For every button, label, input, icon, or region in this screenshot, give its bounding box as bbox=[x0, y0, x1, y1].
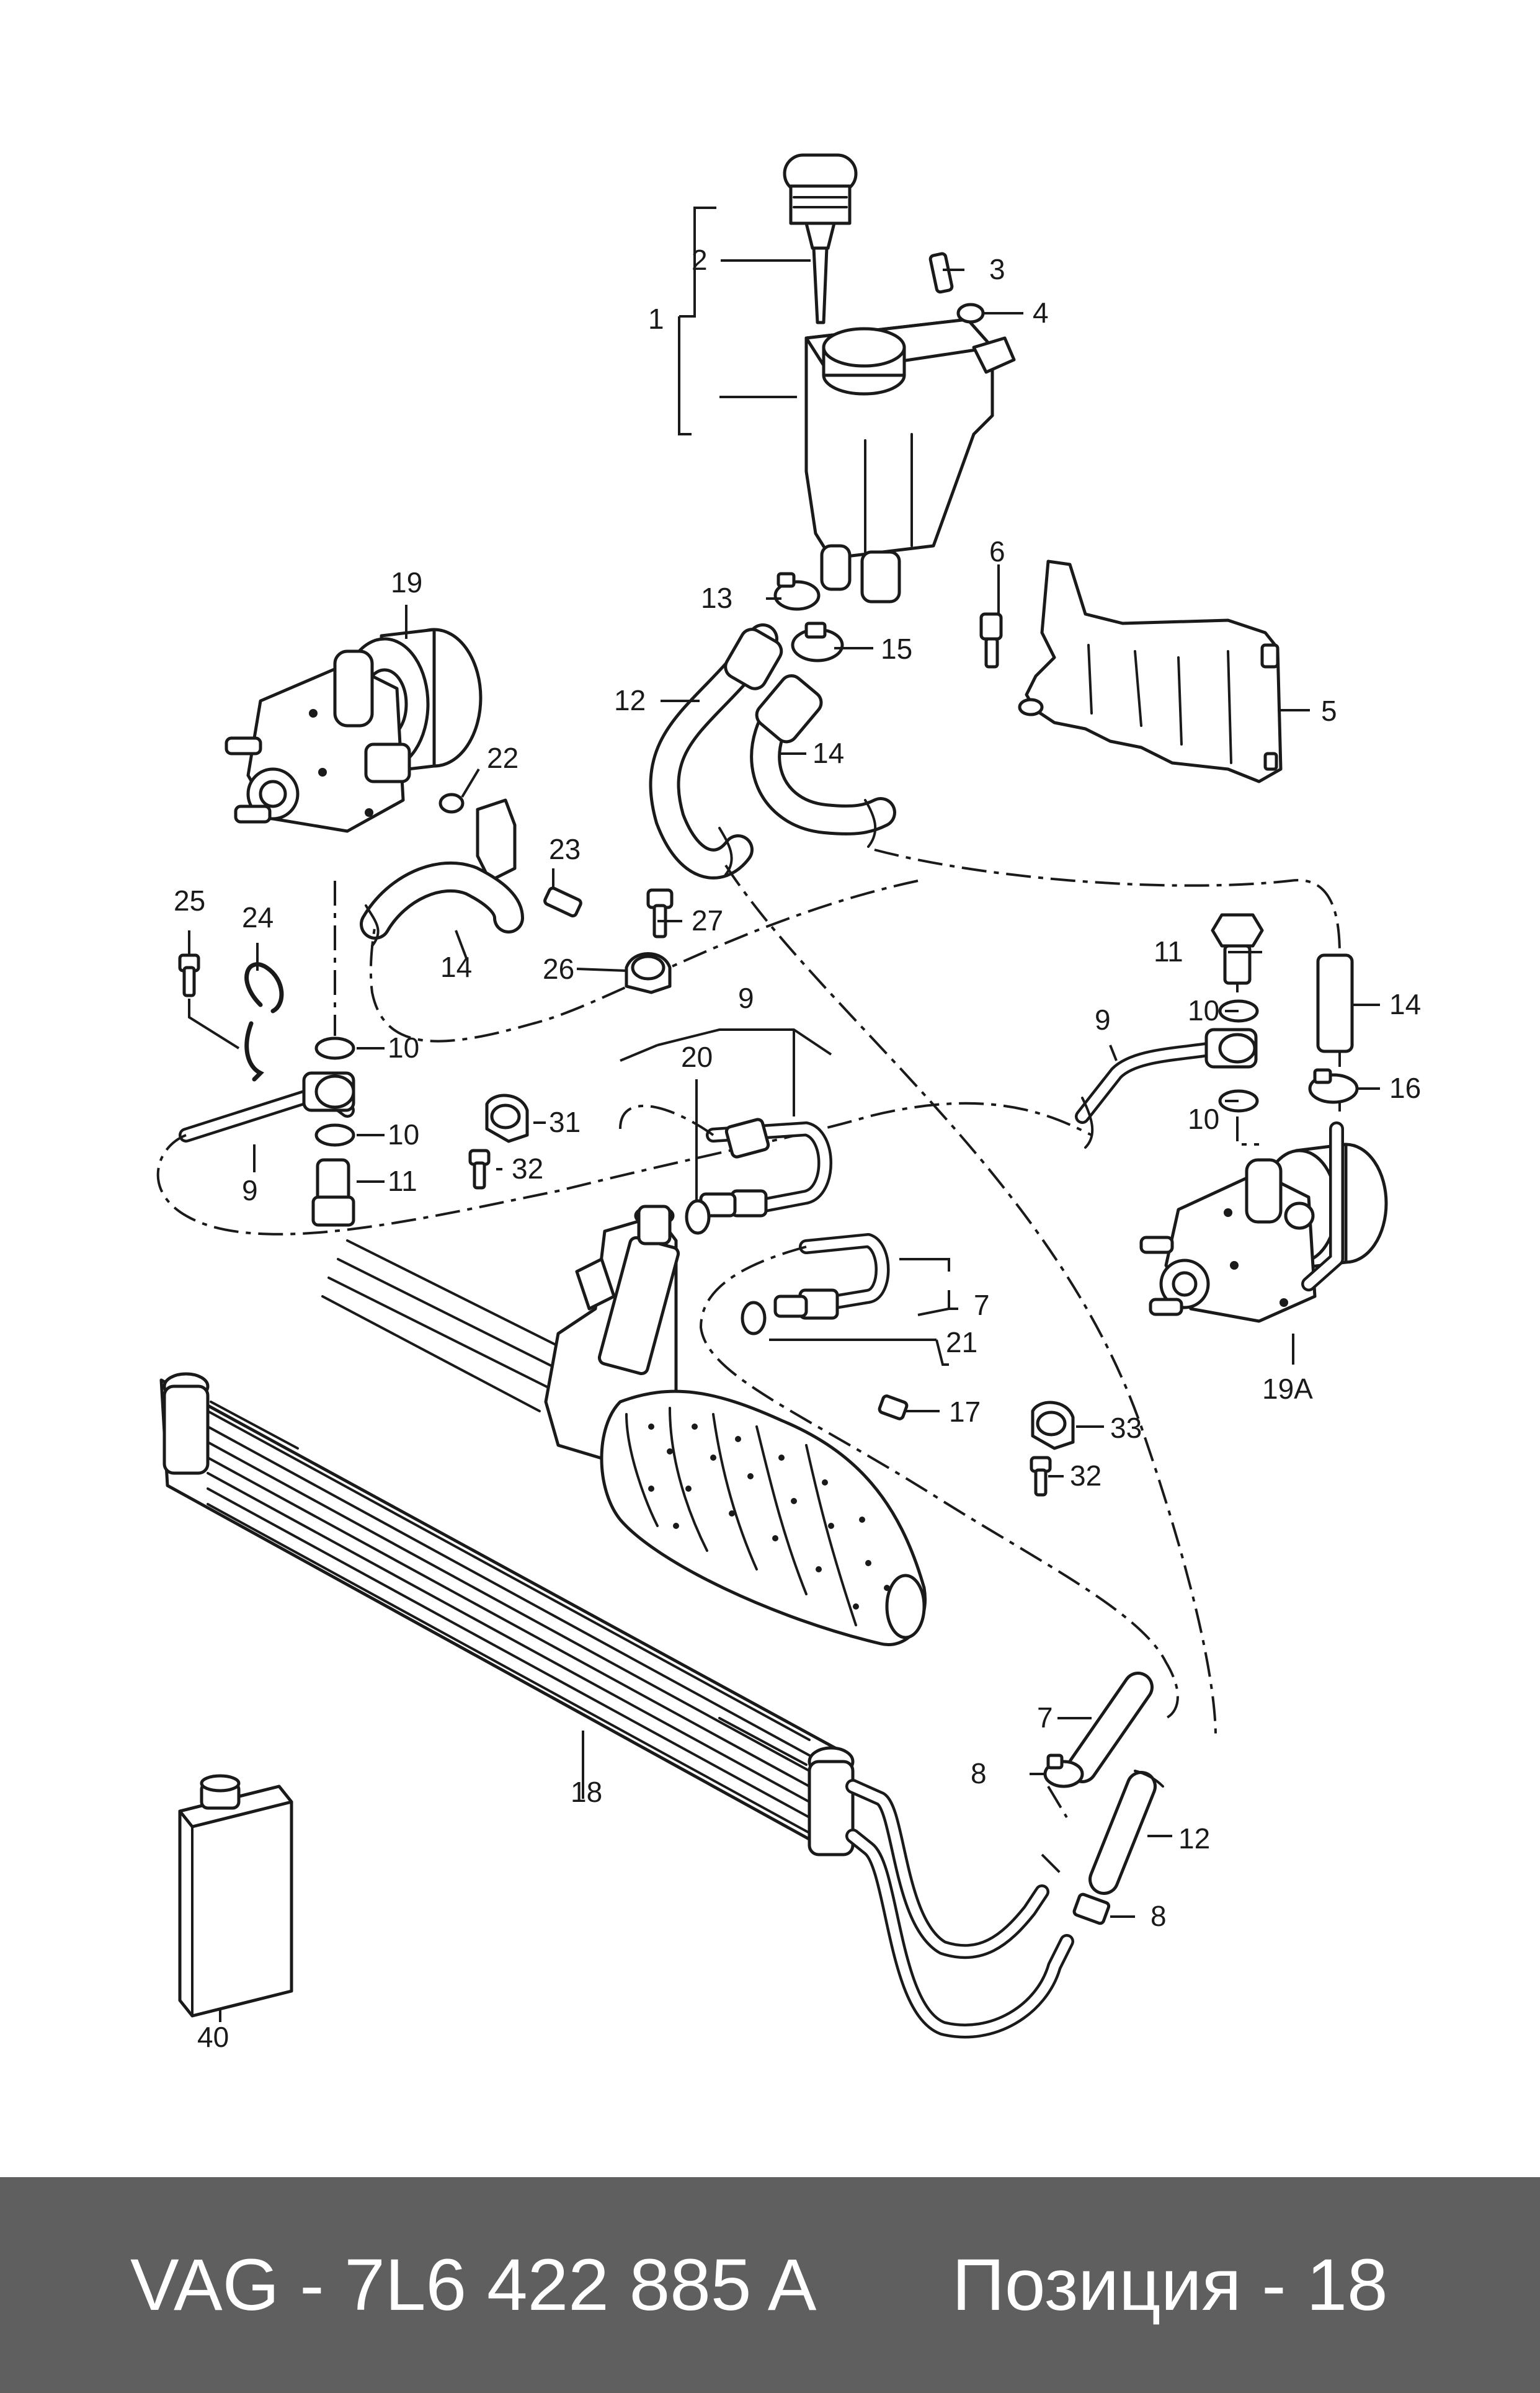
callout-19: 19 bbox=[391, 566, 422, 599]
hose-14-right bbox=[1316, 953, 1354, 1053]
callout-22: 22 bbox=[487, 742, 519, 774]
hose-12-lower bbox=[1088, 1770, 1164, 1895]
callout-27: 27 bbox=[692, 904, 723, 937]
callout-5: 5 bbox=[1321, 695, 1337, 727]
mounting-bracket bbox=[1018, 559, 1283, 783]
callout-21: 21 bbox=[946, 1326, 977, 1358]
callout-10b: 10 bbox=[388, 1118, 419, 1151]
bolt-32-left bbox=[468, 1149, 491, 1190]
fluid-can-40 bbox=[178, 1774, 293, 2018]
callout-7b: 7 bbox=[1037, 1701, 1053, 1734]
callout-1: 1 bbox=[648, 303, 664, 335]
callout-33: 33 bbox=[1110, 1412, 1142, 1444]
callout-10a: 10 bbox=[388, 1032, 419, 1064]
callout-17: 17 bbox=[949, 1396, 981, 1428]
callout-7a: 7 bbox=[974, 1289, 990, 1321]
steering-rack bbox=[321, 1205, 927, 1646]
callout-32a: 32 bbox=[512, 1152, 543, 1185]
steering-pump-19a bbox=[1139, 1121, 1388, 1323]
hose-14-pump bbox=[360, 861, 524, 940]
washer-4 bbox=[956, 303, 985, 324]
callout-9c: 9 bbox=[1095, 1004, 1111, 1036]
callout-26: 26 bbox=[543, 953, 574, 985]
clamp-8-lower bbox=[1072, 1892, 1111, 1925]
callout-18: 18 bbox=[571, 1776, 602, 1808]
callout-4: 4 bbox=[1033, 296, 1049, 329]
bolt-23 bbox=[543, 886, 582, 918]
footer-bar: VAG - 7L6 422 885 A Позиция - 18 bbox=[0, 2177, 1540, 2393]
callout-12a: 12 bbox=[614, 684, 646, 716]
parts-diagram: 1 2 3 4 5 6 7 7 8 8 9 9 9 10 10 10 10 11… bbox=[156, 153, 1421, 2053]
position-label: Позиция - 18 bbox=[952, 2244, 1388, 2326]
callout-16: 16 bbox=[1389, 1072, 1421, 1104]
callout-11a: 11 bbox=[388, 1165, 417, 1197]
callout-10c: 10 bbox=[1188, 994, 1219, 1027]
callout-2: 2 bbox=[692, 244, 708, 276]
line-7 bbox=[699, 1233, 1179, 1719]
cooler-pipes bbox=[845, 1779, 1074, 2039]
callout-31: 31 bbox=[549, 1106, 581, 1138]
seal-20 bbox=[685, 1199, 711, 1235]
pressure-line-9-right bbox=[1075, 1028, 1258, 1124]
callout-14c: 14 bbox=[1389, 988, 1421, 1020]
bolt-6 bbox=[979, 612, 1003, 669]
callout-13: 13 bbox=[701, 582, 732, 614]
washer-10b bbox=[314, 1123, 355, 1147]
bolt-11-left bbox=[311, 1158, 355, 1227]
callout-20: 20 bbox=[681, 1041, 713, 1073]
callout-12b: 12 bbox=[1178, 1822, 1210, 1855]
callout-14a: 14 bbox=[812, 737, 844, 769]
callout-10d: 10 bbox=[1188, 1103, 1219, 1135]
reservoir-cap bbox=[783, 153, 858, 324]
oil-cooler bbox=[159, 1372, 855, 1856]
callout-9b: 9 bbox=[242, 1174, 258, 1206]
bolt-27 bbox=[646, 888, 674, 938]
boot-dots bbox=[648, 1424, 890, 1610]
callout-9a: 9 bbox=[738, 982, 754, 1014]
callout-6: 6 bbox=[989, 535, 1005, 568]
callout-11b: 11 bbox=[1154, 935, 1183, 968]
callout-8a: 8 bbox=[971, 1757, 987, 1789]
clamp-33 bbox=[1031, 1401, 1075, 1450]
bolt-3 bbox=[928, 252, 954, 294]
hose-14-upper bbox=[750, 674, 896, 836]
callout-15: 15 bbox=[881, 633, 912, 665]
clamp-8-upper bbox=[1043, 1754, 1084, 1788]
banjo-left bbox=[302, 1071, 355, 1112]
hose-7-lower bbox=[1067, 1672, 1154, 1783]
bolt-17 bbox=[878, 1394, 909, 1420]
fluid-reservoir bbox=[804, 318, 1016, 604]
bolt-32-right bbox=[1030, 1456, 1052, 1497]
clamp-15 bbox=[791, 622, 844, 662]
callout-40: 40 bbox=[197, 2021, 229, 2053]
callout-19a: 19A bbox=[1262, 1373, 1313, 1405]
callout-23: 23 bbox=[549, 833, 581, 865]
hose-12-upper bbox=[649, 623, 783, 880]
callout-3: 3 bbox=[989, 253, 1005, 285]
steering-pump-19 bbox=[225, 628, 483, 833]
callout-8b: 8 bbox=[1151, 1900, 1167, 1932]
bolt-11-right bbox=[1211, 913, 1264, 985]
bolt-25 bbox=[178, 953, 200, 997]
clip-24 bbox=[244, 962, 284, 1082]
callout-24: 24 bbox=[242, 901, 274, 934]
clamp-31 bbox=[485, 1094, 529, 1143]
clamp-13 bbox=[773, 572, 821, 611]
washer-10a bbox=[314, 1036, 355, 1060]
callout-14b: 14 bbox=[440, 951, 472, 983]
callout-25: 25 bbox=[174, 885, 205, 917]
seal-21 bbox=[741, 1301, 767, 1335]
clamp-26 bbox=[625, 952, 672, 994]
part-number: VAG - 7L6 422 885 A bbox=[130, 2244, 817, 2326]
clamp-16 bbox=[1308, 1068, 1359, 1104]
banjo-fitting bbox=[476, 798, 517, 883]
callout-32b: 32 bbox=[1070, 1459, 1102, 1492]
pressure-line-9-mid bbox=[619, 1105, 832, 1218]
washer-22 bbox=[438, 793, 465, 814]
